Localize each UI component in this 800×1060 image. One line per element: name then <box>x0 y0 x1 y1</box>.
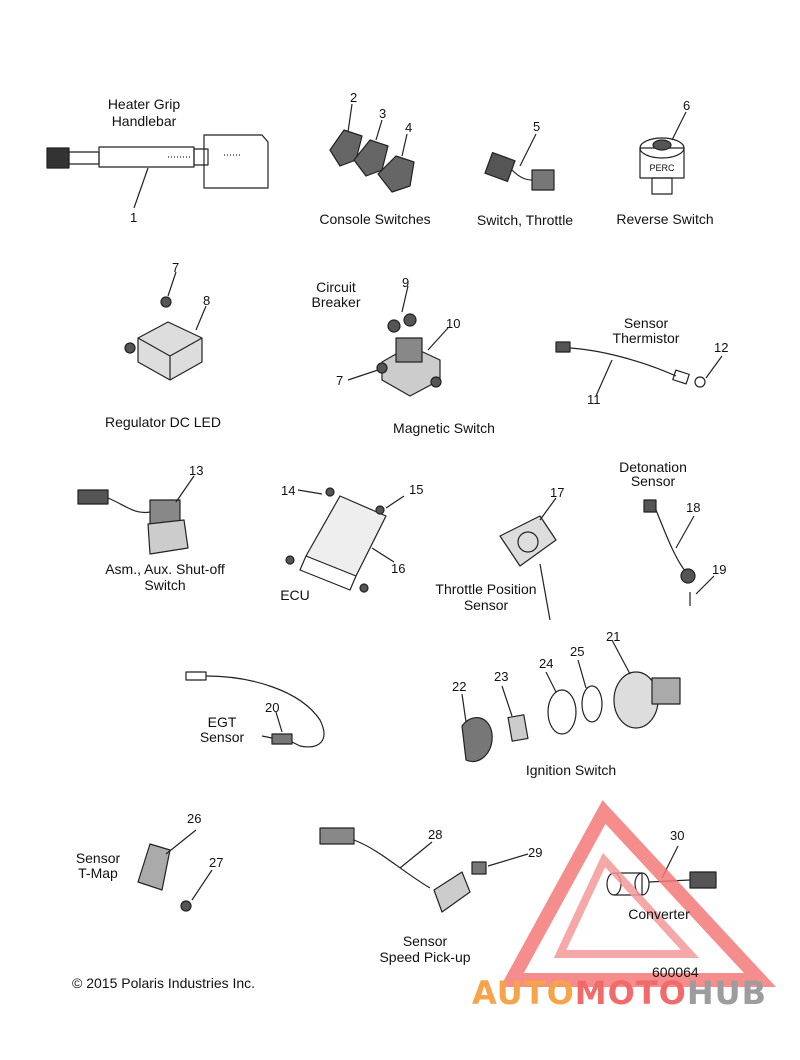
callout-10: 10 <box>446 316 461 331</box>
watermark-text: AUTOMOTOHUB <box>472 974 768 1012</box>
callout-29: 29 <box>528 845 543 860</box>
watermark-logo <box>500 800 777 987</box>
label-regulator: Regulator DC LED <box>105 414 221 430</box>
callout-7b: 7 <box>336 373 344 388</box>
label-circuit: Circuit <box>316 279 356 295</box>
callout-3: 3 <box>379 106 387 121</box>
label-perc: PERC <box>649 163 675 173</box>
callout-13: 13 <box>189 463 204 478</box>
ignition-switch-part <box>461 639 681 763</box>
callout-11: 11 <box>587 392 601 407</box>
label-sensor-thermistor-1: Sensor <box>623 315 669 331</box>
regulator-part <box>124 271 207 381</box>
label-thermistor: Thermistor <box>612 330 680 346</box>
callout-17: 17 <box>550 485 565 500</box>
thermistor-part <box>555 341 723 397</box>
label-egt-sensor: Sensor <box>199 729 245 745</box>
callout-8: 8 <box>203 293 211 308</box>
aux-shutoff-switch-part <box>77 475 195 555</box>
label-heater-grip: Heater Grip <box>107 96 181 112</box>
callout-21: 21 <box>606 629 621 644</box>
console-switches-part <box>329 103 415 193</box>
callout-30: 30 <box>670 828 685 843</box>
callout-24: 24 <box>539 656 554 671</box>
callout-6: 6 <box>683 98 691 113</box>
label-speed-sensor: Sensor <box>402 933 448 949</box>
callout-5: 5 <box>533 119 541 134</box>
label-egt: EGT <box>207 714 237 730</box>
label-tmap: T-Map <box>78 865 118 881</box>
callout-25: 25 <box>570 644 585 659</box>
label-reverse-switch: Reverse Switch <box>616 211 714 227</box>
speed-sensor-part <box>319 827 529 913</box>
callout-9: 9 <box>402 275 410 290</box>
label-handlebar: Handlebar <box>111 113 177 129</box>
callout-4: 4 <box>405 120 413 135</box>
callout-19: 19 <box>712 562 727 577</box>
throttle-position-sensor-part <box>499 497 557 621</box>
magnetic-switch-part <box>347 285 449 397</box>
callout-7a: 7 <box>172 260 180 275</box>
callout-14: 14 <box>281 483 296 498</box>
callout-22: 22 <box>452 679 467 694</box>
callout-2: 2 <box>350 90 358 105</box>
label-detonation-sensor: Sensor <box>630 473 676 489</box>
label-detonation: Detonation <box>619 459 687 475</box>
label-converter: Converter <box>628 906 690 922</box>
diagram-id: 600064 <box>652 964 699 980</box>
callout-15: 15 <box>409 482 424 497</box>
copyright: © 2015 Polaris Industries Inc. <box>72 975 256 991</box>
label-switch-throttle: Switch, Throttle <box>476 212 574 228</box>
label-tmap-sensor: Sensor <box>75 850 121 866</box>
label-speed-pickup: Speed Pick-up <box>379 949 471 965</box>
callout-18: 18 <box>686 500 701 515</box>
ecu-part <box>285 487 405 593</box>
callout-23: 23 <box>494 669 509 684</box>
reverse-switch-part <box>639 111 687 195</box>
egt-sensor-part <box>185 671 325 748</box>
label-magnetic-switch: Magnetic Switch <box>393 420 495 436</box>
callout-28: 28 <box>428 827 443 842</box>
heater-grip-part <box>46 134 269 209</box>
callout-27: 27 <box>209 855 224 870</box>
callout-12: 12 <box>714 340 729 355</box>
label-aux-switch: Switch <box>144 577 186 593</box>
callout-16: 16 <box>391 561 406 576</box>
tmap-sensor-part <box>137 829 213 912</box>
label-console-switches: Console Switches <box>319 211 431 227</box>
detonation-sensor-part <box>643 499 715 606</box>
label-ignition-switch: Ignition Switch <box>525 762 617 778</box>
callout-20: 20 <box>265 700 280 715</box>
label-aux-shutoff: Asm., Aux. Shut-off <box>105 561 225 577</box>
label-breaker: Breaker <box>311 294 361 310</box>
throttle-switch-part <box>484 133 555 191</box>
label-ecu: ECU <box>280 587 310 603</box>
label-tps: Throttle Position <box>435 581 537 597</box>
label-tps-sensor: Sensor <box>463 597 509 613</box>
callout-26: 26 <box>187 811 202 826</box>
callout-1: 1 <box>130 210 138 225</box>
